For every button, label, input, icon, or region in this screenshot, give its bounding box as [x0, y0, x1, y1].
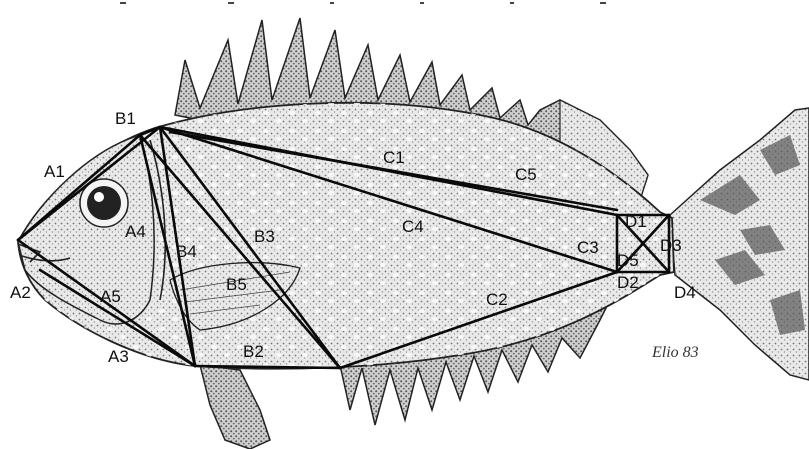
label-d2: D2 [617, 273, 639, 292]
label-b1: B1 [115, 109, 136, 128]
label-b3: B3 [254, 227, 275, 246]
label-c4: C4 [402, 217, 424, 236]
label-a5: A5 [100, 287, 121, 306]
label-d1: D1 [625, 212, 647, 231]
label-c2: C2 [486, 290, 508, 309]
label-a3: A3 [108, 347, 129, 366]
artist-signature: Elio 83 [651, 344, 699, 361]
caudal-fin [670, 108, 809, 380]
label-d3: D3 [660, 236, 682, 255]
label-b5: B5 [226, 275, 247, 294]
label-b4: B4 [176, 242, 197, 261]
label-c5: C5 [515, 165, 537, 184]
label-c3: C3 [577, 238, 599, 257]
label-a1: A1 [44, 162, 65, 181]
label-a4: A4 [125, 222, 146, 241]
label-c1: C1 [383, 148, 405, 167]
label-a2: A2 [10, 283, 31, 302]
label-d4: D4 [674, 283, 696, 302]
label-b2: B2 [243, 342, 264, 361]
label-d5: D5 [617, 251, 639, 270]
